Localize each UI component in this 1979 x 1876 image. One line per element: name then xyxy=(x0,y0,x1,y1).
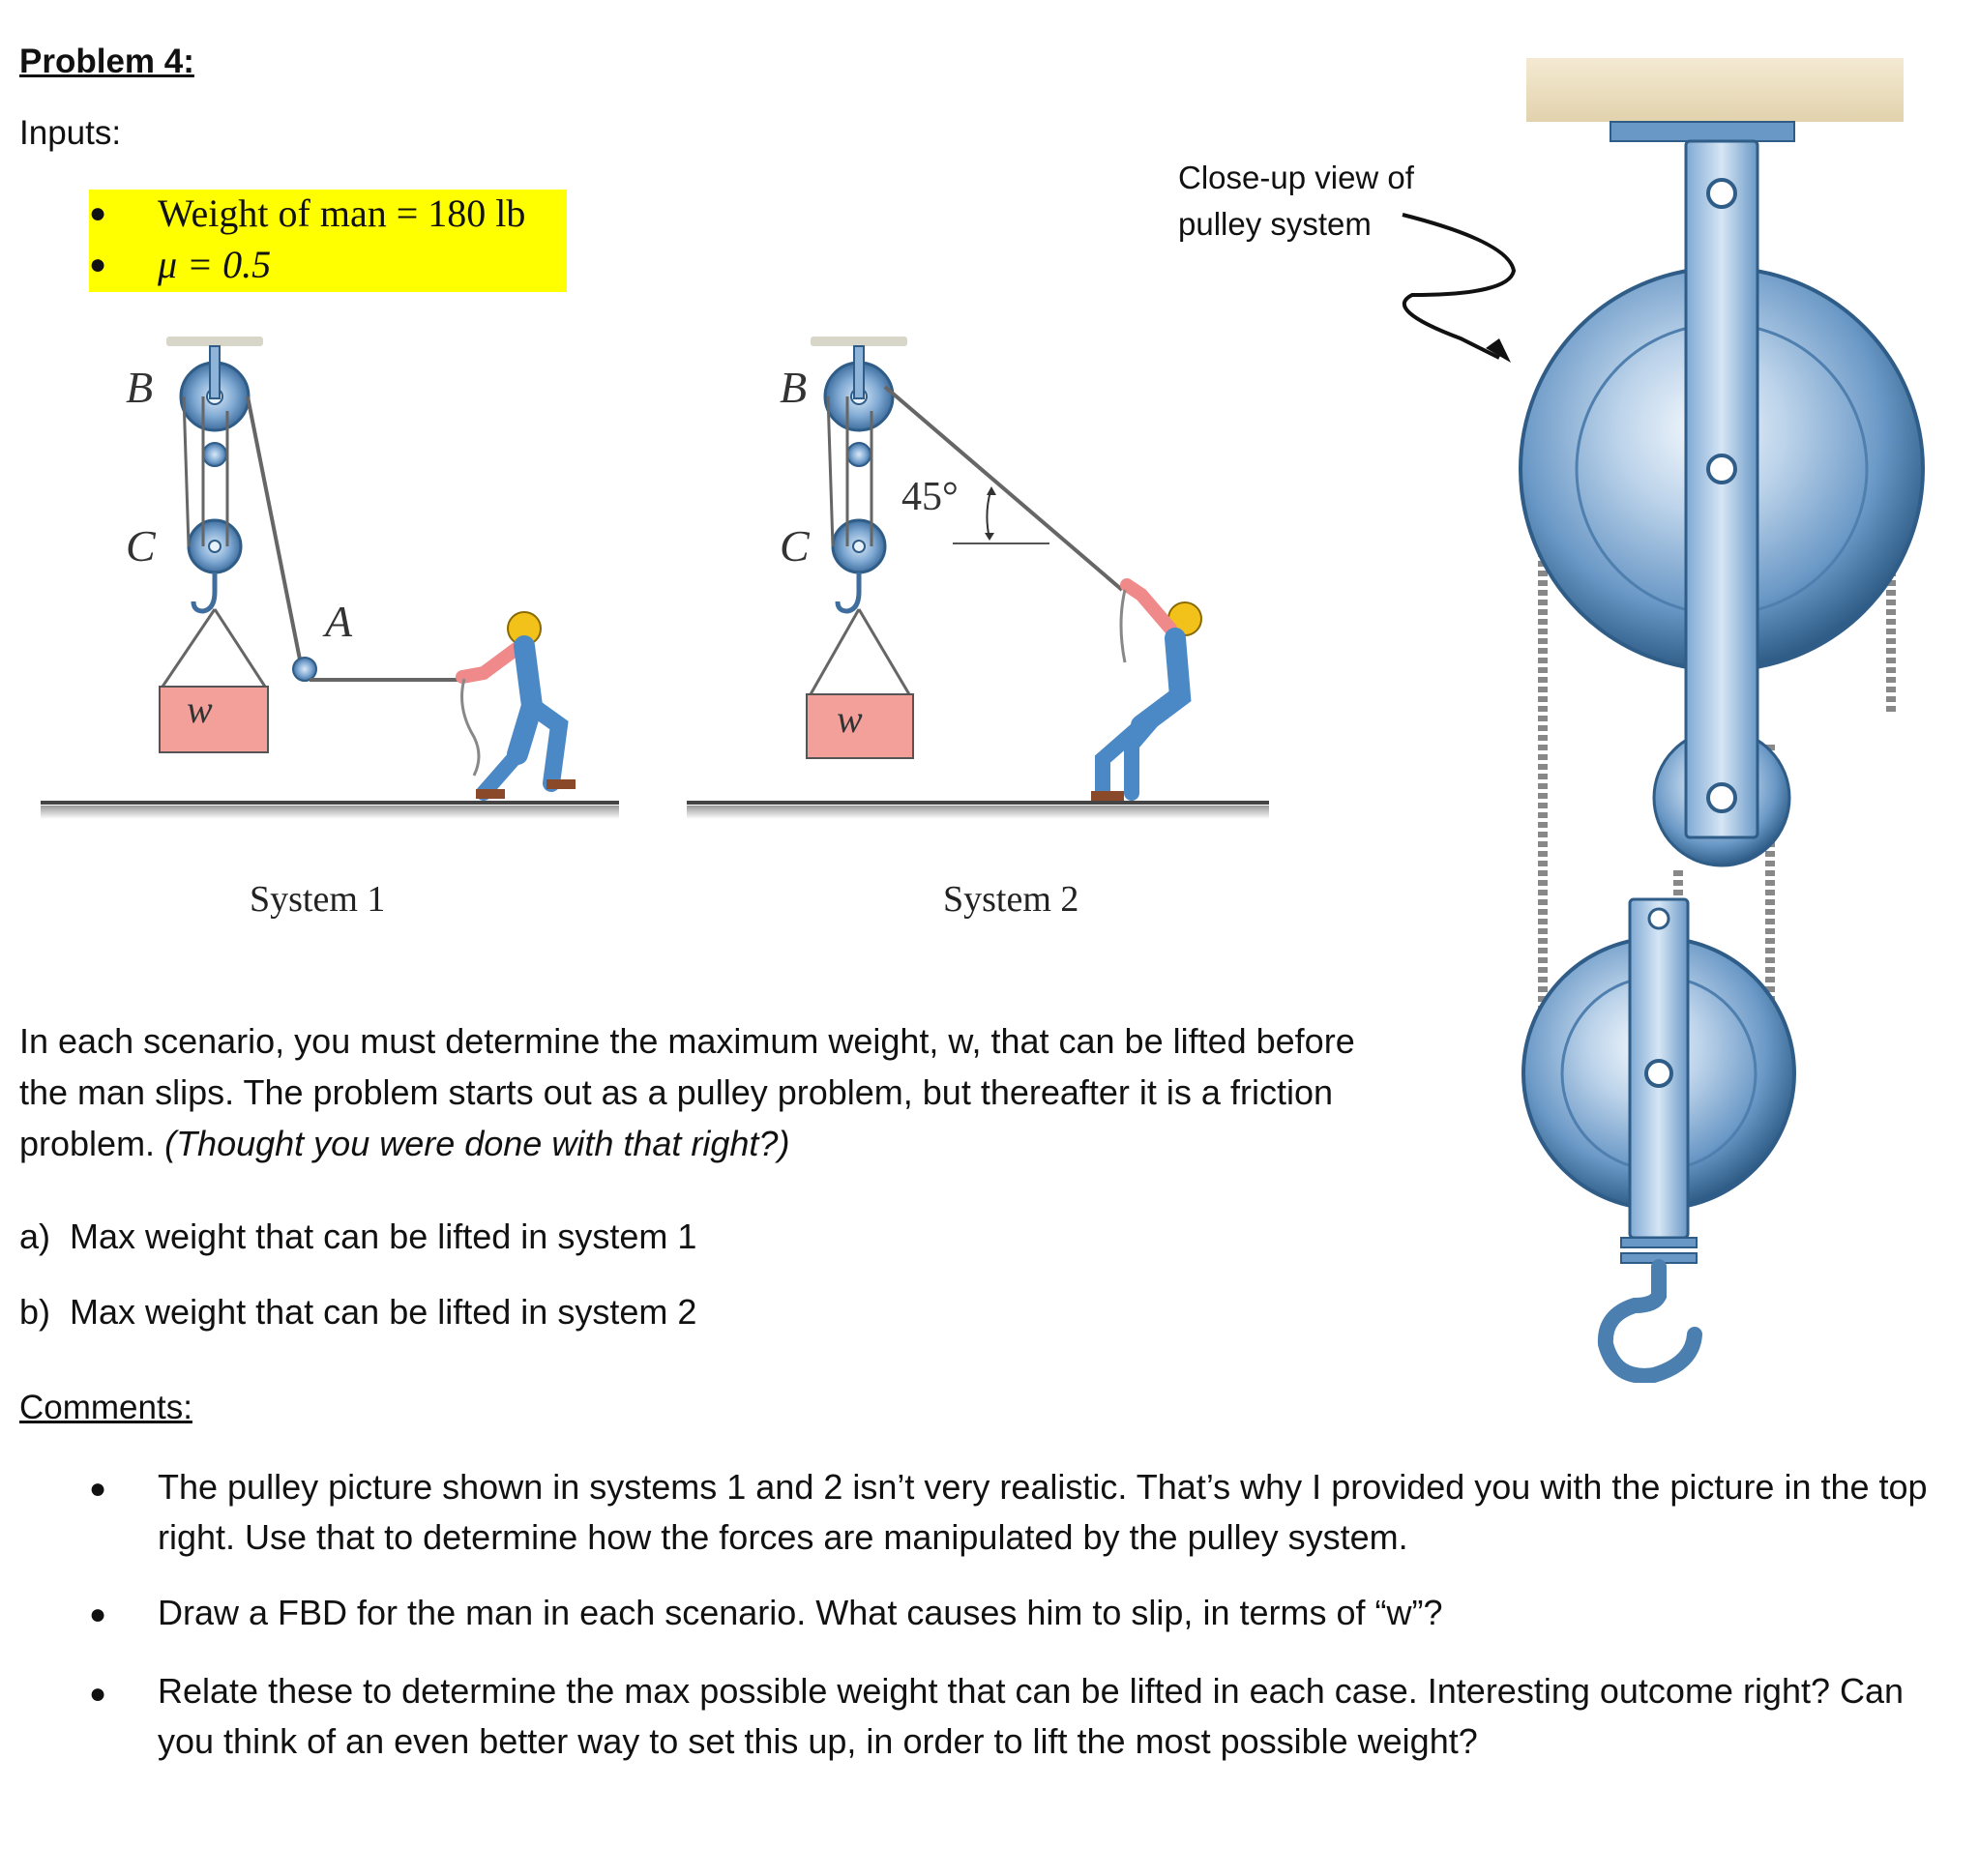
angle-label-system-2: 45° xyxy=(901,475,959,519)
pulley-systems-figure xyxy=(41,337,1269,819)
caption-system-2: System 2 xyxy=(943,879,1079,920)
system-2-diagram xyxy=(687,337,1269,819)
rope-45-degree xyxy=(883,385,1124,592)
bullet-icon: ● xyxy=(89,1473,107,1505)
closeup-callout-line-1: Close-up view of xyxy=(1178,160,1414,195)
problem-description-text: In each scenario, you must determine the… xyxy=(19,1021,1355,1163)
inputs-highlight xyxy=(89,190,567,292)
label-a-system-1: A xyxy=(325,597,353,646)
comments-label: Comments: xyxy=(19,1389,192,1426)
pulley-a-icon xyxy=(292,657,317,682)
label-b-system-2: B xyxy=(780,363,808,412)
bullet-icon: ● xyxy=(89,1598,107,1630)
closeup-callout: Close-up view of pulley system xyxy=(1178,155,1414,248)
weight-label-system-1: w xyxy=(187,688,213,731)
inputs-label: Inputs: xyxy=(19,114,122,152)
question-a: a) Max weight that can be lifted in syst… xyxy=(19,1216,696,1257)
pulley-strap xyxy=(1684,139,1759,839)
input-mu: μ = 0.5 xyxy=(158,243,272,286)
callout-arrow-icon xyxy=(1402,213,1517,363)
ceiling-beam xyxy=(1526,58,1904,122)
question-a-text: Max weight that can be lifted in system … xyxy=(70,1216,697,1256)
bullet-icon: ● xyxy=(89,197,107,229)
comment-1: The pulley picture shown in systems 1 an… xyxy=(158,1467,1928,1557)
question-a-marker: a) xyxy=(19,1216,51,1256)
system-1-diagram xyxy=(41,337,619,819)
caption-system-1: System 1 xyxy=(250,879,386,920)
problem-description: In each scenario, you must determine the… xyxy=(19,1015,1412,1169)
question-b-marker: b) xyxy=(19,1292,51,1332)
label-c-system-2: C xyxy=(780,521,810,571)
input-weight-of-man: Weight of man = 180 lb xyxy=(158,191,526,235)
problem-description-italic: (Thought you were done with that right?) xyxy=(164,1124,790,1163)
man-figure-system-2 xyxy=(1091,578,1202,801)
bullet-icon: ● xyxy=(89,1678,107,1710)
label-c-system-1: C xyxy=(126,521,156,571)
label-b-system-1: B xyxy=(126,363,154,412)
closeup-callout-line-2: pulley system xyxy=(1178,206,1372,242)
problem-heading: Problem 4: xyxy=(19,43,194,80)
closeup-pulley-illustration xyxy=(1519,58,1925,1383)
question-b-text: Max weight that can be lifted in system … xyxy=(70,1292,697,1332)
weight-block xyxy=(806,693,914,759)
question-b: b) Max weight that can be lifted in syst… xyxy=(19,1292,696,1333)
bullet-icon: ● xyxy=(89,249,107,280)
hook-icon xyxy=(1597,1259,1702,1383)
man-figure-system-1 xyxy=(456,611,576,801)
weight-block xyxy=(159,686,269,753)
weight-label-system-2: w xyxy=(837,697,863,741)
comment-2: Draw a FBD for the man in each scenario.… xyxy=(158,1593,1443,1632)
comment-3: Relate these to determine the max possib… xyxy=(158,1671,1905,1761)
